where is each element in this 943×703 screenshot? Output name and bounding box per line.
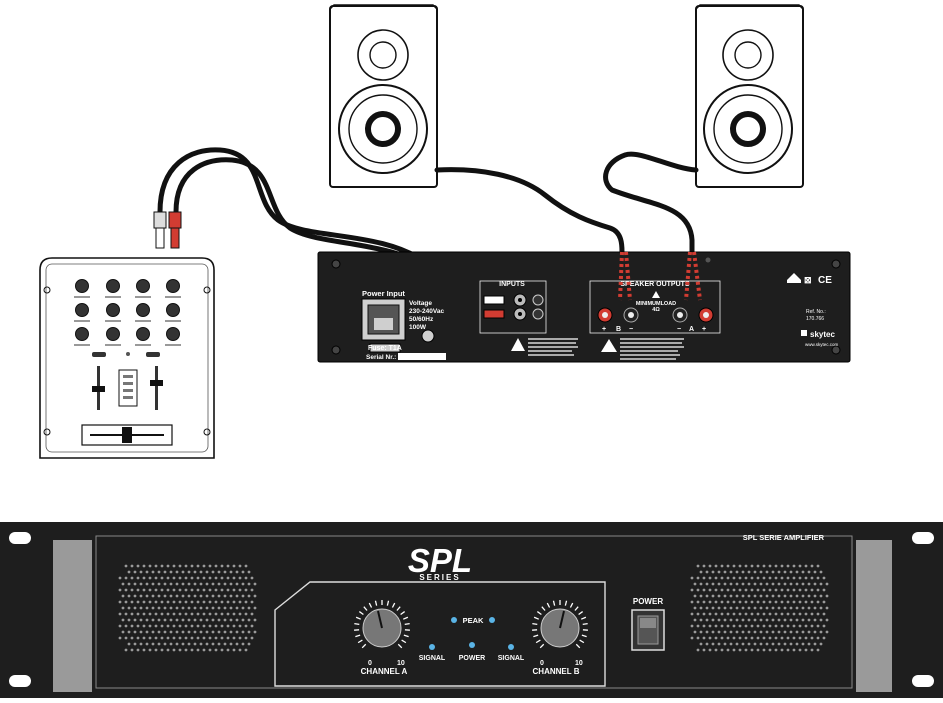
inputs-label: INPUTS xyxy=(499,281,525,288)
brand-label: skytec xyxy=(810,330,835,339)
dj-mixer xyxy=(40,258,214,458)
signal-led-left xyxy=(429,644,435,650)
spl-series-logo: SERIES xyxy=(419,573,460,582)
channel-b-label: CHANNEL B xyxy=(533,667,580,676)
peak-led-left xyxy=(451,617,457,623)
terminal-a-minus: − xyxy=(677,326,681,333)
speaker-outputs-label: SPEAKER OUTPUTS xyxy=(620,281,690,288)
ohms-label: 4Ω xyxy=(652,307,660,313)
terminal-a-label: A xyxy=(689,326,694,333)
ref-no-value: 170.766 xyxy=(806,316,824,322)
right-speaker xyxy=(696,5,803,187)
left-speaker xyxy=(330,5,437,187)
power-input-label: Power Input xyxy=(362,289,405,298)
rca-plugs xyxy=(154,212,181,248)
peak-led-right xyxy=(489,617,495,623)
svg-text:CE: CE xyxy=(818,275,832,286)
svg-text:⊠: ⊠ xyxy=(804,275,812,285)
terminal-b-minus: − xyxy=(629,326,633,333)
amplifier-rear-panel: Power Input Voltage 230-240Vac 50/60Hz 1… xyxy=(318,252,850,362)
brand-url: www.skytec.com xyxy=(805,342,839,347)
signal-right-label: SIGNAL xyxy=(498,655,525,662)
peak-label: PEAK xyxy=(463,616,484,625)
terminal-b-plus: + xyxy=(602,326,606,333)
fuse-label: Fuse: T1A xyxy=(368,345,402,352)
power-switch-label: POWER xyxy=(633,597,663,606)
frequency-value: 50/60Hz xyxy=(409,316,434,323)
ref-no-label: Ref. No.: xyxy=(806,309,826,315)
voltage-value: 230-240Vac xyxy=(409,308,444,315)
terminal-b-label: B xyxy=(616,326,621,333)
serial-label: Serial Nr.: xyxy=(366,354,396,361)
channel-b-min: 0 xyxy=(540,660,544,667)
power-value: 100W xyxy=(409,324,427,331)
voltage-label: Voltage xyxy=(409,300,432,307)
signal-led-right xyxy=(508,644,514,650)
cable-left-speaker xyxy=(437,170,622,252)
power-led xyxy=(469,642,475,648)
series-label: SPL SERIE AMPLIFIER xyxy=(743,533,825,542)
channel-a-label: CHANNEL A xyxy=(361,667,408,676)
power-led-label: POWER xyxy=(459,655,485,662)
amplifier-front-panel: SPL SERIE AMPLIFIER SPL SERIES 0 10 CHAN… xyxy=(0,522,943,698)
channel-b-max: 10 xyxy=(575,660,583,667)
terminal-a-plus: + xyxy=(702,326,706,333)
signal-left-label: SIGNAL xyxy=(419,655,446,662)
channel-a-min: 0 xyxy=(368,660,372,667)
channel-a-max: 10 xyxy=(397,660,405,667)
